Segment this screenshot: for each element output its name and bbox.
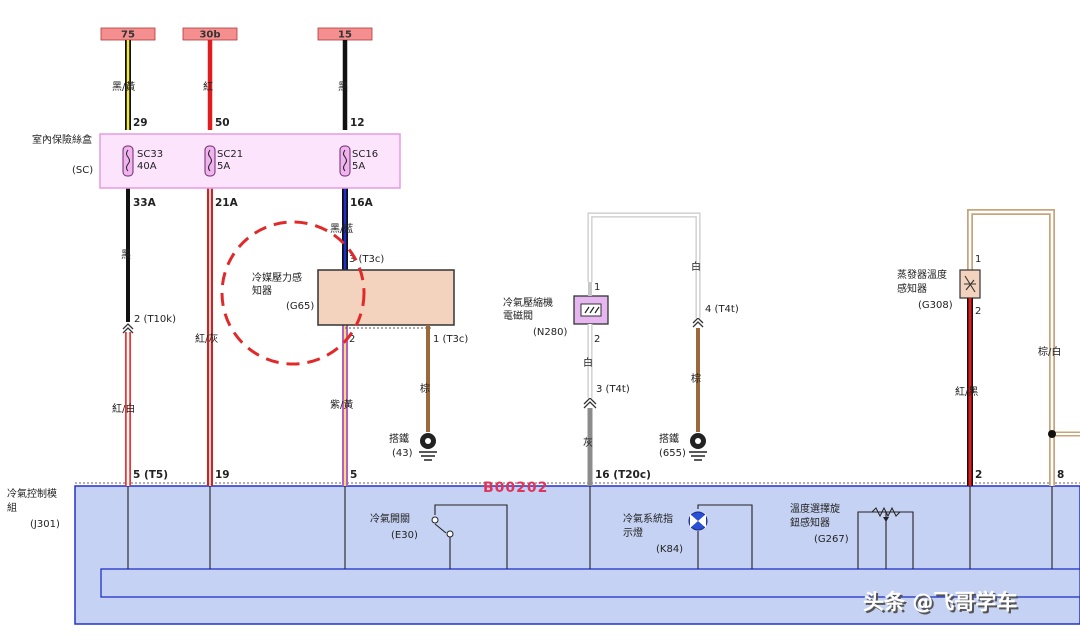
ground-655-icon	[689, 433, 707, 461]
g308-bottom-pin: 2	[975, 306, 981, 317]
g65-ground-color: 棕	[420, 382, 430, 395]
n280-name-line2: 電磁閥	[503, 309, 533, 322]
n280-coil-glyph	[584, 306, 600, 314]
ground-655-name: 搭鐵	[659, 432, 679, 445]
fuse-icons	[122, 145, 351, 177]
switch-contact-top	[431, 516, 439, 524]
n280-low-color: 白	[583, 356, 593, 369]
g308-low-color: 紅/黑	[955, 386, 978, 398]
c1-module-pin: 5 (T5)	[133, 469, 168, 481]
g65-name-line2: 知器	[252, 284, 272, 297]
g65-sensor-box	[317, 269, 455, 326]
c2-pin-bottom: 21A	[215, 197, 239, 209]
module-name-line1: 冷氣控制模	[7, 487, 57, 500]
k84-code: (K84)	[656, 544, 683, 555]
n280-gray-color: 灰	[583, 436, 593, 449]
e30-code: (E30)	[391, 530, 418, 541]
wire-white-loop-core	[588, 213, 700, 282]
potentiometer-arrow-icon	[883, 517, 889, 522]
wire-white-loop	[587, 212, 701, 282]
splice-dot	[1048, 430, 1056, 438]
g65-code: (G65)	[286, 301, 314, 312]
g267-name-line1: 溫度選擇旋	[790, 502, 840, 515]
fuse-sc16-id: SC16	[352, 149, 378, 160]
loop-low-color: 棕	[691, 372, 701, 385]
g267-code: (G267)	[814, 534, 849, 545]
n280-code: (N280)	[533, 327, 567, 338]
lamp-cross-glyph	[690, 514, 706, 528]
g308-name-line2: 感知器	[897, 282, 927, 295]
c3-connector-bottom: 2	[349, 334, 355, 345]
ground-43-name: 搭鐵	[389, 432, 409, 445]
c3-module-pin: 5	[350, 469, 357, 481]
n280-connector: 3 (T4t)	[596, 384, 630, 395]
g308-module-pin: 2	[975, 469, 982, 481]
g65-ground-pin: 1 (T3c)	[433, 334, 468, 345]
e30-name: 冷氣開關	[370, 512, 410, 525]
c2-low-color-label: 紅/灰	[195, 332, 218, 345]
fuse-sc21-rating: 5A	[217, 161, 230, 172]
terminal-75-label: 75	[121, 30, 135, 41]
n280-solenoid-coil	[580, 303, 602, 317]
c1-mid-color-label: 黑	[121, 249, 131, 261]
n280-name-line1: 冷氣壓縮機	[503, 296, 553, 309]
c2-top-color-label: 紅	[203, 81, 213, 93]
ground-43-code: (43)	[392, 448, 413, 459]
switch-contact-bottom	[446, 530, 454, 538]
ground-655-code: (655)	[659, 448, 686, 459]
c2-module-pin: 19	[215, 469, 230, 481]
k84-name-line1: 冷氣系統指	[623, 512, 673, 525]
c1-low-color-label: 紅/白	[112, 402, 135, 415]
fuse-sc16-rating: 5A	[352, 161, 365, 172]
fuse-sc33-rating: 40A	[137, 161, 157, 172]
c3-connector-top: 3 (T3c)	[349, 254, 384, 265]
terminal-15-label: 15	[338, 30, 352, 41]
g308-name-line1: 蒸發器溫度	[897, 268, 947, 281]
ground-43-icon	[419, 433, 437, 461]
fuse-box-code: (SC)	[72, 165, 93, 176]
potentiometer-icon	[871, 506, 901, 518]
c1-pin-top: 29	[133, 117, 148, 129]
module-name-line2: 組	[7, 501, 17, 514]
wire-g308-top-loop-core	[968, 210, 1054, 486]
fault-code: B00202	[483, 480, 548, 496]
fuse-sc21-id: SC21	[217, 149, 243, 160]
watermark: 头条 @飞哥学车	[863, 590, 1017, 614]
k84-name-line2: 示燈	[623, 527, 643, 539]
n280-bottom-pin: 2	[594, 334, 600, 345]
g308-code: (G308)	[918, 300, 953, 311]
loop-connector: 4 (T4t)	[705, 304, 739, 315]
c1-top-color-label: 黑/黃	[112, 80, 135, 93]
c2-pin-top: 50	[215, 117, 230, 129]
module-internal-lines	[127, 486, 1053, 569]
n280-module-pin: 16 (T20c)	[595, 469, 651, 481]
c3-pin-top: 12	[350, 117, 365, 129]
right-module-pin: 8	[1057, 469, 1064, 481]
c3-pin-bottom: 16A	[350, 197, 374, 209]
watermark-shadow: 头条 @飞哥学车	[865, 592, 1019, 616]
g267-name-line2: 鈕感知器	[790, 516, 830, 529]
g308-thermistor-glyph	[964, 275, 976, 293]
c3-low-color-label: 紫/黃	[330, 398, 353, 411]
g308-top-pin: 1	[975, 254, 981, 265]
g65-name-line1: 冷媒壓力感	[252, 271, 302, 284]
control-module-inner-bar	[100, 568, 1080, 598]
loop-color: 白	[691, 260, 701, 273]
c3-mid-color-label: 黑/藍	[330, 222, 353, 235]
module-code: (J301)	[30, 519, 60, 530]
c3-top-color-label: 黑	[338, 81, 348, 93]
highlight-circle	[220, 220, 366, 366]
fuse-sc33-id: SC33	[137, 149, 163, 160]
c1-pin-bottom: 33A	[133, 197, 157, 209]
terminal-30b-label: 30b	[199, 30, 220, 41]
fuse-box-label: 室內保險絲盒	[32, 133, 92, 146]
n280-top-pin: 1	[594, 282, 600, 293]
c1-connector-label: 2 (T10k)	[134, 314, 176, 325]
right-wire-color: 棕/白	[1038, 345, 1061, 358]
